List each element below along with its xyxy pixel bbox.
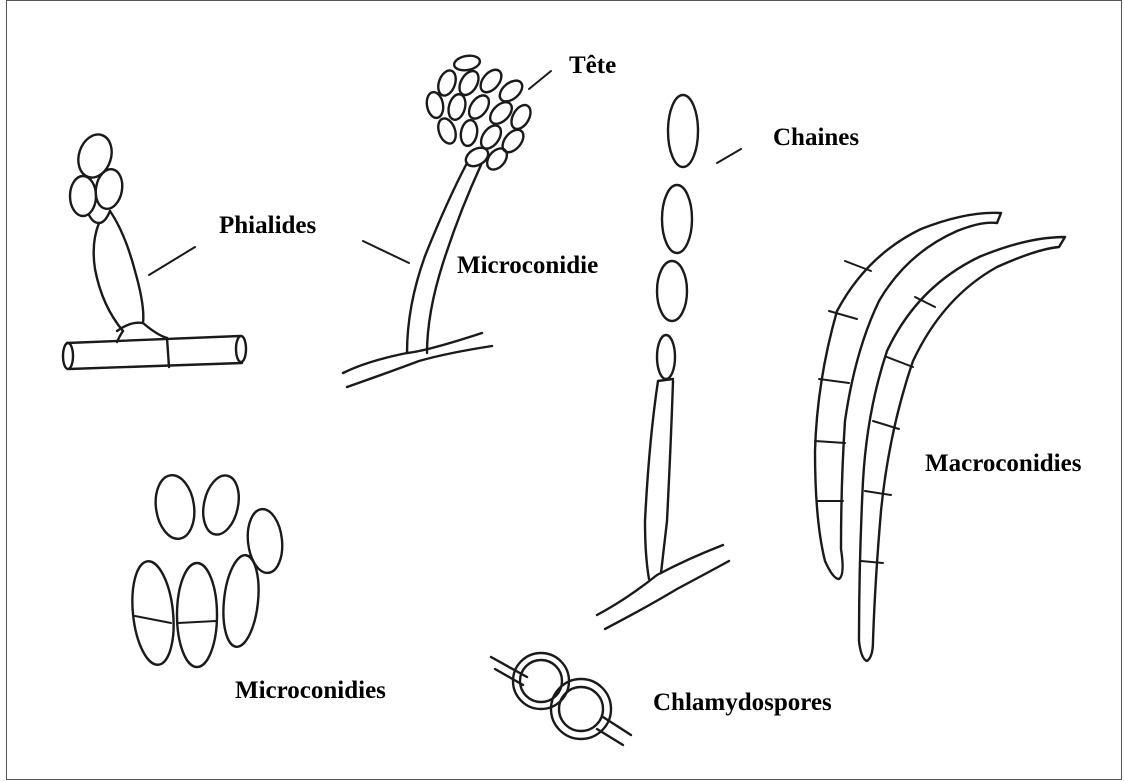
chain-stalk-top: [658, 379, 673, 381]
macroconidium-septum: [887, 357, 913, 367]
microconidium-septum: [178, 621, 216, 623]
microconidium: [152, 473, 199, 542]
microconidium: [219, 553, 262, 648]
chain-spore: [662, 185, 692, 253]
spore-head: [425, 54, 535, 173]
head-conidiophore: [343, 54, 551, 387]
head-spore: [465, 92, 493, 122]
phialide-spore: [93, 167, 126, 211]
figure-frame: Tête Chaines Phialides Microconidie Macr…: [6, 0, 1122, 780]
phialide-hypha-bottom: [69, 363, 242, 369]
phialide-hypha-end: [63, 343, 73, 369]
phialide-septum: [167, 338, 169, 367]
phialide-spore: [73, 130, 117, 182]
chain-stalk-left: [645, 381, 658, 579]
head-hypha-top: [343, 333, 482, 373]
macroconidium-septum: [829, 311, 857, 319]
phialide-collar: [89, 211, 110, 223]
macroconidium-septum: [819, 379, 849, 383]
chain-spore: [668, 95, 698, 167]
phialide-hypha-end: [236, 336, 246, 362]
chain-hypha-top: [597, 545, 723, 615]
label-phialides: Phialides: [219, 213, 316, 238]
label-microconidies: Microconidies: [235, 678, 386, 703]
chain-hypha-bottom: [605, 561, 729, 629]
microconidium-septate: [177, 563, 217, 667]
chain-conidiophore: [597, 95, 741, 629]
macroconidium-septum: [815, 441, 845, 443]
phialide-joint: [143, 323, 167, 338]
label-tete: Tête: [569, 53, 616, 78]
phialide-spore: [70, 176, 96, 216]
chaines-pointer-line: [717, 149, 741, 163]
macroconidium-septum: [845, 261, 871, 271]
phialide-structure: [63, 130, 246, 369]
phialide-cell-left: [94, 223, 123, 331]
chlamydospore-inner: [520, 660, 562, 702]
microconidium-septate: [128, 559, 179, 667]
chain-stalk-right: [661, 381, 673, 573]
head-spore: [446, 92, 468, 121]
label-macroconidies: Macroconidies: [925, 451, 1081, 476]
chain-spore: [657, 261, 687, 321]
microconidie-pointer-line: [363, 241, 409, 263]
microconidium-septum: [135, 616, 171, 623]
macroconidium-septum: [865, 491, 891, 495]
macroconidium: [815, 213, 1001, 579]
macroconidia: [815, 213, 1065, 661]
head-spore: [499, 126, 528, 156]
tete-pointer-line: [529, 71, 551, 89]
microconidia-group: [128, 472, 286, 667]
head-spore: [453, 54, 481, 72]
microconidium: [198, 472, 244, 538]
chlamydospores: [491, 653, 631, 745]
phialide-cell-right: [110, 211, 143, 323]
label-microconidie: Microconidie: [457, 253, 598, 278]
macroconidium-septum: [861, 561, 883, 563]
phialides-pointer-line: [149, 247, 195, 275]
chlamydospore-inner: [559, 687, 603, 731]
fungal-structures-drawing: [7, 1, 1123, 781]
head-spore: [459, 119, 479, 147]
label-chlamydospores: Chlamydospores: [653, 690, 832, 715]
macroconidium: [859, 237, 1065, 661]
microconidium: [245, 507, 286, 574]
phialide-hypha-top: [67, 336, 240, 343]
label-chaines: Chaines: [773, 125, 859, 150]
chlamydospore-hypha: [603, 717, 631, 735]
chain-spore: [657, 335, 675, 379]
